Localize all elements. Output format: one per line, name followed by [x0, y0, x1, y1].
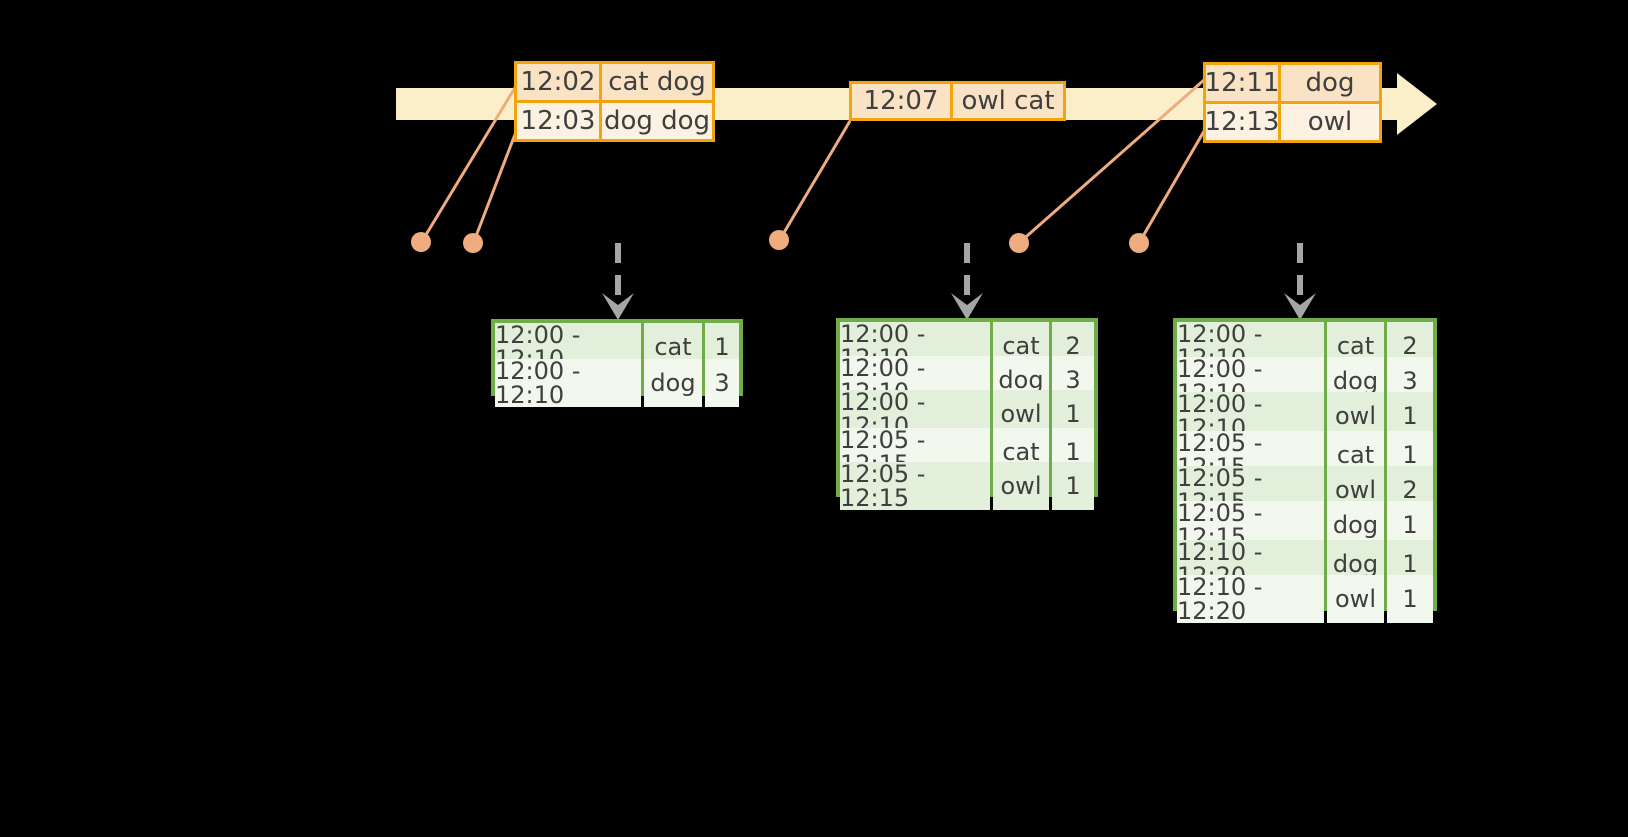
- count-cell: 1: [1387, 575, 1433, 623]
- trigger-arrowhead-icon: [602, 293, 634, 320]
- result-table-1: 12:00 - 12:10 cat 1 12:00 - 12:10 dog 3: [491, 319, 743, 407]
- event-time-cell: 12:03: [517, 103, 599, 139]
- event-row: 12:02 cat dog: [517, 64, 712, 100]
- result-row: 12:05 - 12:15 dog 1: [1177, 501, 1433, 549]
- result-row: 12:00 - 12:10 dog 3: [495, 359, 739, 407]
- event-dot: [1129, 233, 1149, 253]
- event-row: 12:07 owl cat: [852, 84, 1063, 118]
- event-words-cell: dog: [1281, 65, 1379, 101]
- event-time-cell: 12:11: [1205, 65, 1279, 101]
- connector-line: [1137, 125, 1209, 244]
- window-cell: 12:10 - 12:20: [1177, 575, 1324, 623]
- word-cell: owl: [1327, 575, 1384, 623]
- trigger-arrowhead-icon: [1284, 293, 1316, 320]
- event-words-cell: dog dog: [602, 103, 712, 139]
- result-row: 12:05 - 12:15 owl 2: [1177, 466, 1433, 514]
- result-row: 12:00 - 12:10 cat 2: [1177, 322, 1433, 370]
- result-row: 12:00 - 12:10 dog 3: [1177, 357, 1433, 405]
- result-row: 12:10 - 12:20 dog 1: [1177, 540, 1433, 588]
- result-table-3: 12:00 - 12:10 cat 2 12:00 - 12:10 dog 3 …: [1173, 318, 1437, 623]
- result-row: 12:00 - 12:10 owl 1: [1177, 392, 1433, 440]
- connector-line: [777, 120, 852, 242]
- result-row: 12:05 - 12:15 owl 1: [840, 462, 1094, 510]
- event-row: 12:03 dog dog: [517, 103, 712, 139]
- result-row: 12:05 - 12:15 cat 1: [1177, 431, 1433, 479]
- result-row: 12:00 - 12:10 cat 2: [840, 322, 1094, 370]
- connector-line: [1018, 78, 1205, 245]
- result-row: 12:00 - 12:10 dog 3: [840, 356, 1094, 404]
- event-words-cell: cat dog: [602, 64, 712, 100]
- input-table-1: 12:02 cat dog 12:03 dog dog: [514, 61, 715, 142]
- result-table-2: 12:00 - 12:10 cat 2 12:00 - 12:10 dog 3 …: [836, 318, 1098, 510]
- trigger-arrowhead-icon: [951, 293, 983, 320]
- event-words-cell: owl cat: [953, 84, 1063, 118]
- window-cell: 12:00 - 12:10: [495, 359, 641, 407]
- event-dot: [1009, 233, 1029, 253]
- input-table-2: 12:07 owl cat: [849, 81, 1066, 121]
- result-row: 12:05 - 12:15 cat 1: [840, 428, 1094, 476]
- connector-line: [471, 123, 521, 245]
- event-dot: [411, 232, 431, 252]
- window-cell: 12:05 - 12:15: [840, 462, 990, 510]
- event-time-cell: 12:07: [852, 84, 950, 118]
- count-cell: 3: [705, 359, 739, 407]
- event-dot: [769, 230, 789, 250]
- event-row: 12:11 dog: [1205, 65, 1379, 101]
- result-row: 12:00 - 12:10 owl 1: [840, 390, 1094, 438]
- word-cell: dog: [644, 359, 702, 407]
- event-time-cell: 12:13: [1205, 104, 1279, 140]
- result-row: 12:10 - 12:20 owl 1: [1177, 575, 1433, 623]
- result-row: 12:00 - 12:10 cat 1: [495, 323, 739, 371]
- word-cell: owl: [993, 462, 1049, 510]
- event-row: 12:13 owl: [1205, 104, 1379, 140]
- connector-line: [419, 85, 518, 244]
- event-time-cell: 12:02: [517, 64, 599, 100]
- timeline-arrowhead-icon: [1397, 73, 1437, 135]
- count-cell: 1: [1052, 462, 1094, 510]
- event-words-cell: owl: [1281, 104, 1379, 140]
- input-table-3: 12:11 dog 12:13 owl: [1203, 62, 1382, 143]
- event-dot: [463, 233, 483, 253]
